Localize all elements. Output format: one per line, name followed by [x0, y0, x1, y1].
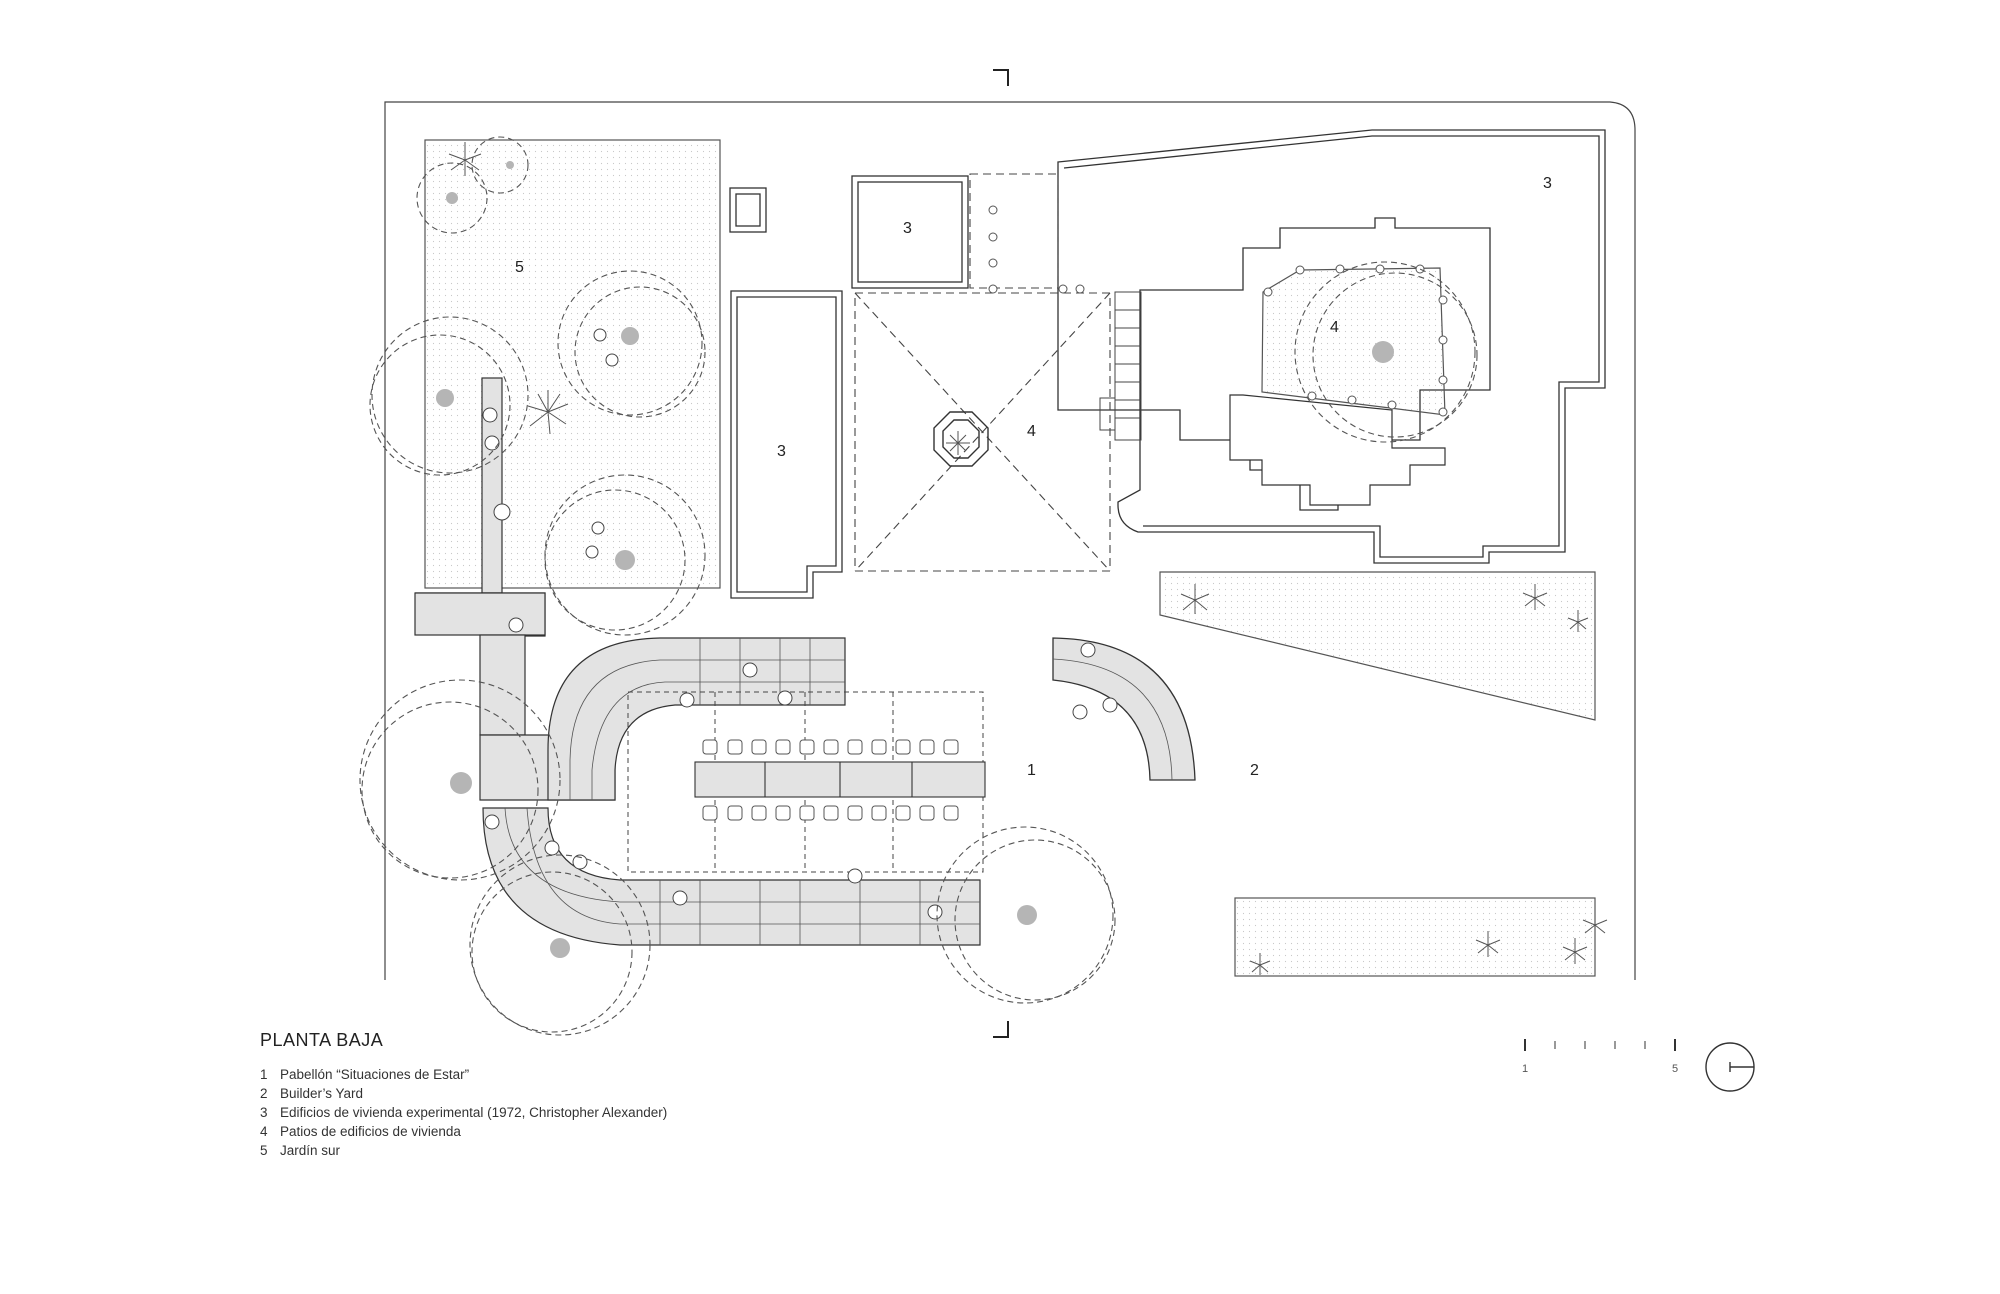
tree-trunks [436, 161, 1394, 958]
patio-central [854, 173, 1111, 572]
garden-strip-east [1159, 571, 1596, 721]
shrubs [448, 142, 1608, 975]
site-boundary [384, 101, 1636, 980]
zone-label-housing-east: 3 [1543, 175, 1552, 192]
garden-strip-southeast [1234, 897, 1596, 977]
curved-bench-east [1052, 637, 1196, 781]
plan-title: PLANTA BAJA [260, 1030, 384, 1050]
zone-label-patio-central: 4 [1027, 423, 1036, 440]
curved-bench-east-seams [1052, 658, 1173, 781]
people-figures [482, 328, 1118, 920]
section-marks [993, 69, 1009, 1038]
zone-label-patio-east: 4 [1330, 319, 1339, 336]
north-arrow-icon [1705, 1042, 1755, 1092]
chairs [702, 739, 959, 821]
housing-buildings [729, 129, 1606, 599]
scale-end-label: 5 [1672, 1063, 1678, 1075]
stairs [1099, 291, 1142, 441]
patio-east-area [1261, 267, 1446, 416]
zone-label-housing-west: 3 [777, 443, 786, 460]
pavilion-benches [414, 377, 981, 946]
pergola-posts [1263, 264, 1448, 417]
pavilion-octagon [933, 411, 989, 467]
long-table [694, 761, 986, 798]
south-garden-area [424, 139, 721, 589]
scale-start-label: 1 [1522, 1063, 1528, 1075]
zone-label-south-garden: 5 [515, 259, 524, 276]
zone-label-housing-north: 3 [903, 220, 912, 237]
zone-label-pavilion: 1 [1027, 762, 1036, 779]
tree-canopies [359, 136, 1478, 1036]
bench-seams [504, 638, 980, 945]
zone-labels: 1 2 3 3 3 4 4 5 [515, 175, 1552, 779]
column-dots [988, 205, 1085, 294]
patio-east-inner [1229, 394, 1446, 506]
scale-bar [1524, 1039, 1676, 1051]
zone-label-builders-yard: 2 [1250, 762, 1259, 779]
